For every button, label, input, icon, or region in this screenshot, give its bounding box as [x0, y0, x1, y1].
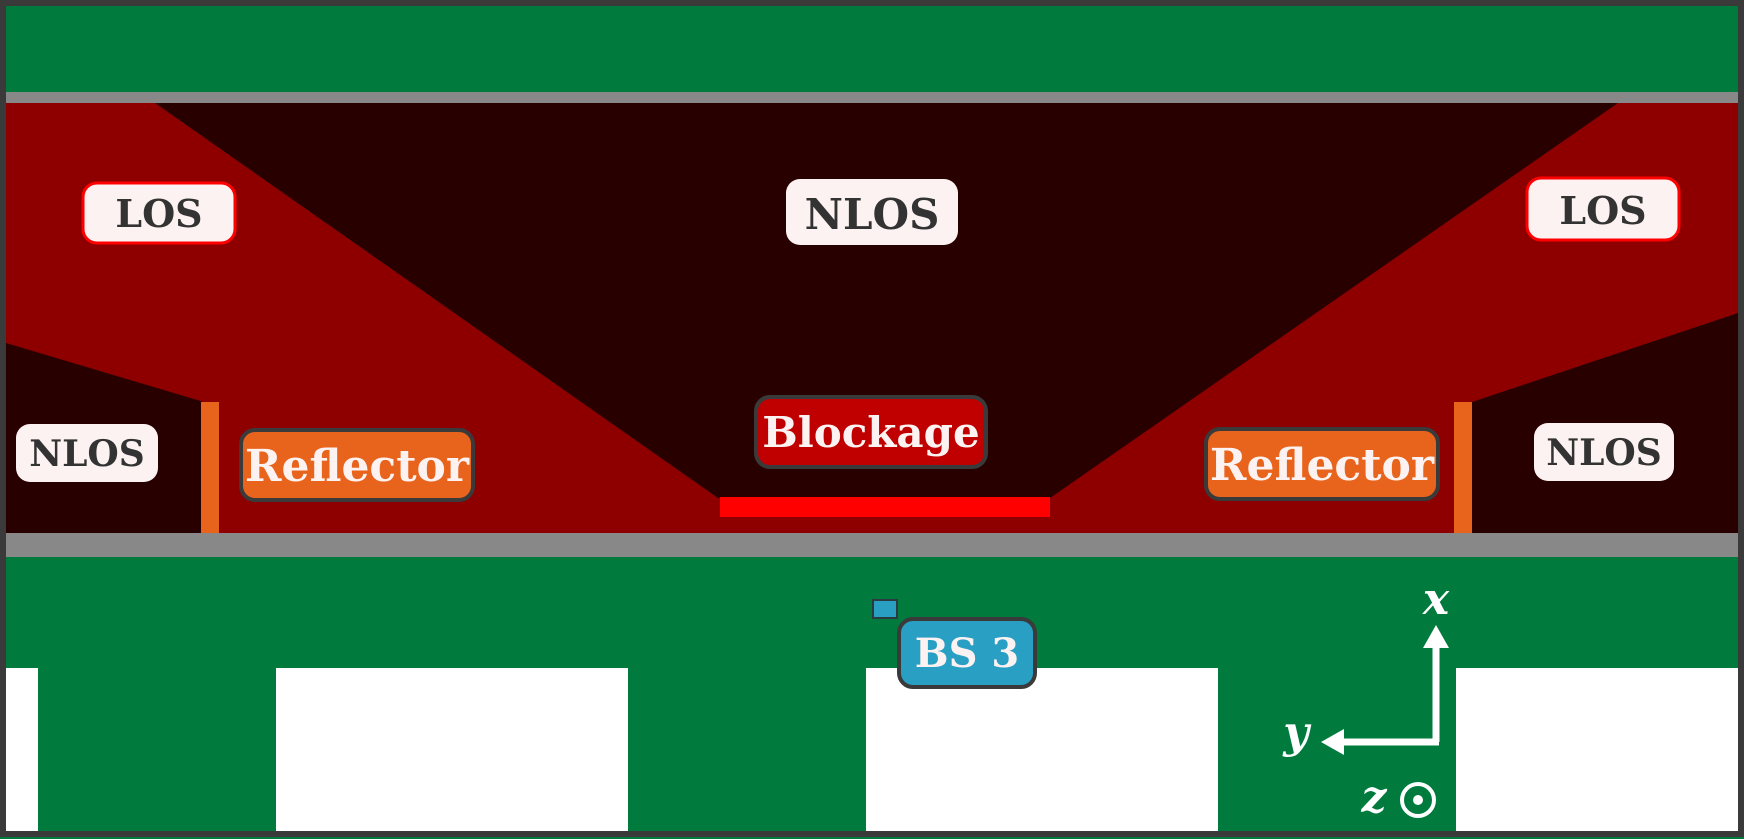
axes-icon — [1321, 625, 1449, 818]
nlos-right-box — [1534, 423, 1674, 481]
blockage-label: Blockage — [762, 408, 979, 457]
bs-marker — [872, 599, 898, 619]
los-right-box — [1525, 176, 1681, 242]
blockage-bar — [720, 497, 1050, 517]
road-edge-bottom — [6, 533, 1738, 557]
building-2 — [276, 668, 628, 833]
building-1 — [6, 668, 38, 833]
los-left-label: LOS — [115, 191, 202, 236]
y-axis-arrowhead — [1321, 729, 1344, 755]
los-left-box — [81, 181, 237, 245]
reflector-left-box — [239, 428, 475, 502]
x-axis-arrowhead — [1423, 625, 1449, 648]
nlos-left-box — [16, 424, 158, 482]
x-axis-label: x — [1422, 574, 1450, 625]
reflector-right-bar — [1454, 402, 1472, 533]
reflector-left-label: Reflector — [245, 441, 470, 492]
road-edge-top — [6, 92, 1738, 103]
building-3 — [866, 668, 1218, 833]
z-axis-label: z — [1361, 772, 1388, 823]
reflector-right-box — [1204, 427, 1440, 501]
z-axis-circle-icon — [1400, 782, 1436, 818]
nlos-right-label: NLOS — [1546, 432, 1662, 474]
bs-label: BS 3 — [915, 630, 1019, 677]
nlos-top-box — [786, 179, 958, 245]
nlos-left-label: NLOS — [29, 433, 145, 475]
building-4 — [1456, 668, 1738, 833]
los-right-label: LOS — [1559, 188, 1646, 233]
nlos-zone-top — [155, 103, 1618, 498]
reflector-right-label: Reflector — [1210, 440, 1435, 491]
z-axis-dot-icon — [1413, 795, 1423, 805]
bs-box — [897, 617, 1037, 689]
blockage-box — [754, 395, 988, 469]
reflector-left-bar — [201, 402, 219, 533]
nlos-top-label: NLOS — [805, 190, 940, 239]
y-axis-label: y — [1282, 707, 1312, 758]
